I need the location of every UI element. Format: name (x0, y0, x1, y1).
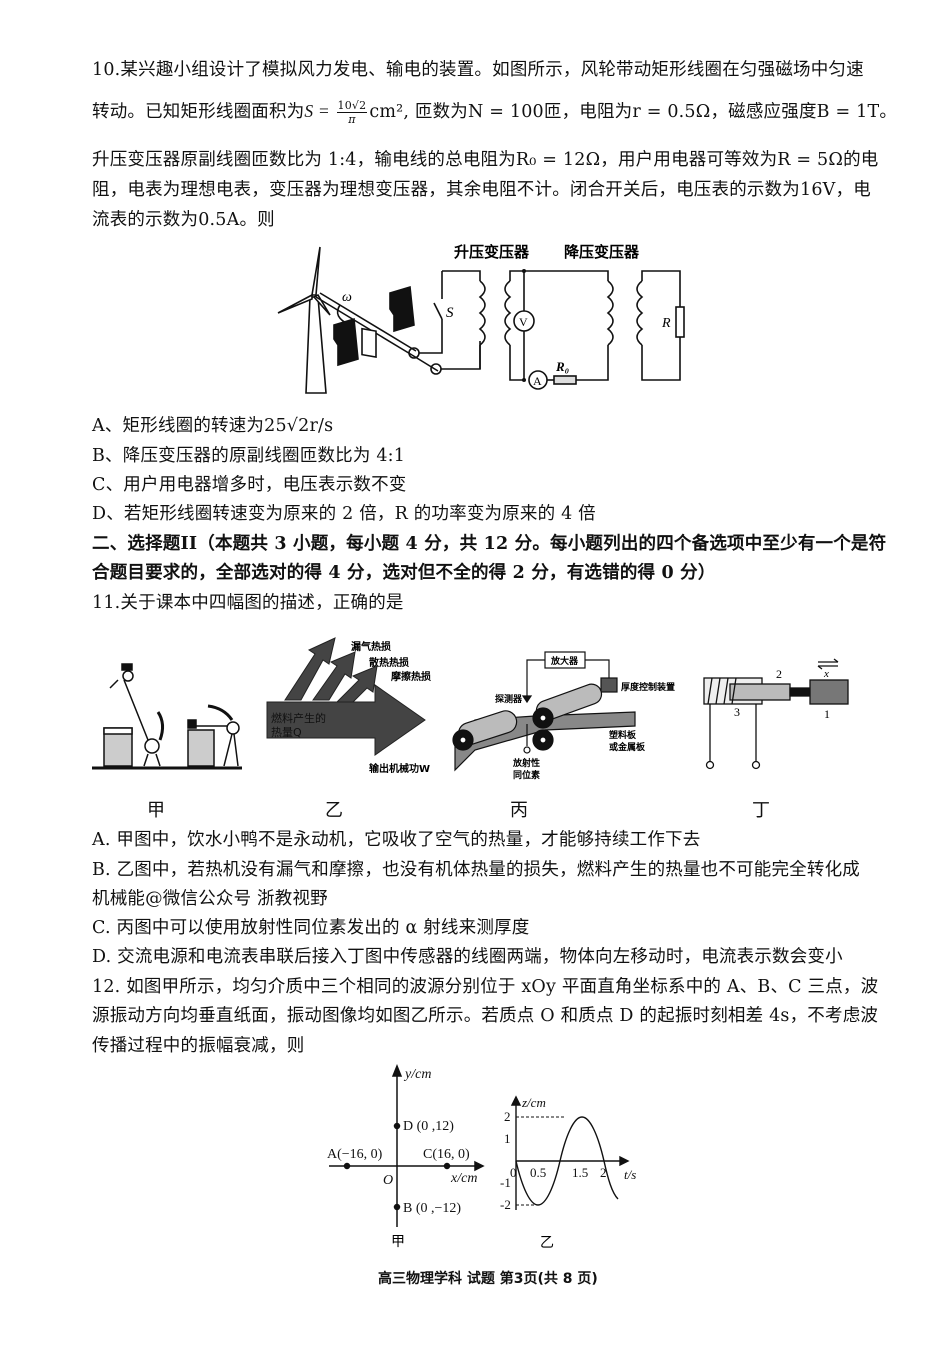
q10-line-2-pre: 转动。已知矩形线圈面积为 (92, 102, 305, 122)
point-d-label: D (0 ,12) (403, 1119, 454, 1134)
q12-line-2: 源振动方向均垂直纸面，振动图像均如图乙所示。若质点 O 和质点 D 的起振时刻相… (92, 1006, 879, 1026)
loss-arrow-2-icon (312, 651, 356, 701)
part-2-label: 2 (776, 667, 782, 681)
y-tick-2: 2 (504, 1109, 511, 1124)
part-1-label: 1 (824, 707, 830, 721)
ammeter-label: A (533, 374, 542, 388)
switch-label: S (446, 305, 454, 321)
resistor-r0-icon (553, 375, 577, 385)
friction-loss-label: 摩擦热损 (391, 670, 431, 683)
thickness-control-icon (600, 677, 618, 693)
part-3-label: 3 (734, 705, 740, 719)
caption-yi-q12: 乙 (540, 1235, 554, 1251)
fuel-heat-label-2: 热量Q (271, 726, 302, 739)
q12-line-3: 传播过程中的振幅衰减，则 (92, 1036, 305, 1056)
work-output-label: 输出机械功W (369, 762, 430, 775)
heat-engine-energy-figure: 漏气热损 散热热损 摩擦热损 燃料产生的 热量Q 输出机械功W (266, 637, 431, 775)
main-heat-arrow-icon (266, 684, 426, 756)
coordinate-system-figure: y/cm x/cm O D (0 ,12) A(−16, 0) C(16, 0)… (327, 1063, 485, 1250)
q10-line-1: 10.某兴趣小组设计了模拟风力发电、输电的装置。如图所示，风轮带动矩形线圈在匀强… (92, 60, 864, 80)
displacement-x-label: x (823, 668, 829, 680)
wind-generator-circuit-figure: 升压变压器 降压变压器 ω S V A R₀ R (277, 243, 685, 394)
q10-option-d: D、若矩形线圈转速变为原来的 2 倍，R 的功率变为原来的 4 倍 (92, 504, 596, 524)
point-c-label: C(16, 0) (423, 1147, 470, 1162)
step-down-transformer-label: 降压变压器 (564, 243, 640, 261)
loss-arrow-3-icon (335, 665, 378, 703)
x-tick-0: 0 (510, 1165, 517, 1180)
caption-ding: 丁 (752, 800, 770, 821)
wind-tower-icon (305, 296, 327, 394)
q11-option-c: C. 丙图中可以使用放射性同位素发出的 α 射线来测厚度 (92, 918, 530, 938)
object-block-icon (809, 679, 849, 705)
x-tick-1-5: 1.5 (572, 1165, 588, 1180)
point-a-label: A(−16, 0) (327, 1147, 383, 1162)
caption-jia-q12: 甲 (391, 1234, 405, 1250)
detector-icon (521, 695, 533, 704)
q10-line-4: 阻，电表为理想电表，变压器为理想变压器，其余电阻不计。闭合开关后，电压表的示数为… (92, 180, 871, 200)
t-axis-label: t/s (624, 1167, 636, 1182)
amplifier-label: 放大器 (550, 655, 579, 667)
fraction-denominator: π (348, 113, 356, 126)
isotope-label-2: 同位素 (513, 769, 540, 780)
q10-option-a: A、矩形线圈的转速为25√2r/s (92, 416, 334, 436)
q11-option-b-continued: 机械能@微信公众号 浙教视野 (92, 889, 328, 909)
magnet-south-icon (333, 317, 359, 367)
thickness-control-label: 厚度控制装置 (621, 681, 675, 693)
caption-bing: 丙 (510, 800, 528, 821)
voltmeter-label: V (519, 315, 528, 329)
x-tick-0-5: 0.5 (530, 1165, 546, 1180)
magnet-north-icon (389, 285, 415, 333)
y-tick-1: 1 (504, 1131, 511, 1146)
switch-icon (433, 302, 443, 320)
q11-stem: 11.关于课本中四幅图的描述，正确的是 (92, 593, 404, 613)
q11-option-a: A. 甲图中，饮水小鸭不是永动机，它吸收了空气的热量，才能够持续工作下去 (92, 830, 701, 850)
caption-jia: 甲 (147, 800, 165, 821)
plate-label-2: 或金属板 (609, 741, 646, 753)
q10-area-symbol: S = (304, 101, 335, 121)
isotope-label-1: 放射性 (512, 757, 540, 769)
inductive-sensor-figure: 2 3 1 x (703, 658, 849, 770)
q10-line-2-post: cm², 匝数为N = 100匝，电阻为r = 0.5Ω，磁感应强度B = 1T… (369, 102, 898, 122)
origin-label: O (383, 1173, 393, 1188)
q12-line-1: 12. 如图甲所示，均匀介质中三个相同的波源分别位于 xOy 平面直角坐标系中的… (92, 977, 879, 997)
y-axis-label: y/cm (403, 1067, 431, 1082)
fraction-numerator: 10√2 (336, 99, 368, 113)
section2-heading-line-2: 合题目要求的，全部选对的得 4 分，选对但不全的得 2 分，有选错的得 0 分） (92, 563, 716, 583)
drinking-bird-figure (92, 663, 242, 770)
resistor-r-icon (675, 306, 685, 338)
rectangular-coil-icon (361, 327, 377, 359)
omega-label: ω (342, 290, 352, 305)
caption-yi: 乙 (325, 800, 343, 821)
voltmeter-icon (513, 310, 535, 332)
y-tick-neg1: -1 (500, 1175, 511, 1190)
section2-heading-line-1: 二、选择题II（本题共 3 小题，每小题 4 分，共 12 分。每小题列出的四个… (92, 534, 887, 554)
r-label: R (661, 316, 671, 331)
q10-line-5: 流表的示数为0.5A。则 (92, 210, 275, 230)
loss-arrow-1-icon (284, 637, 336, 701)
thickness-gauge-figure: 放大器 厚度控制装置 探测器 塑料板 或金属板 放射性 同位素 (452, 651, 675, 780)
q11-option-b: B. 乙图中，若热机没有漏气和摩擦，也没有机体热量的损失，燃料产生的热量也不可能… (92, 860, 860, 880)
point-b-label: B (0 ,−12) (403, 1201, 461, 1216)
detector-label: 探测器 (495, 693, 523, 705)
fuel-heat-label-1: 燃料产生的 (271, 711, 326, 725)
q10-line-3: 升压变压器原副线圈匝数比为 1:4，输电线的总电阻为R₀ = 12Ω，用户用电器… (92, 150, 879, 170)
q10-option-c: C、用户用电器增多时，电压表示数不变 (92, 475, 407, 495)
leak-loss-label: 漏气热损 (351, 640, 391, 653)
plate-label-1: 塑料板 (609, 729, 637, 741)
y-tick-neg2: -2 (500, 1197, 511, 1212)
x-tick-2: 2 (600, 1165, 607, 1180)
page-footer: 高三物理学科 试题 第3页(共 8 页) (378, 1271, 598, 1287)
z-axis-label: z/cm (521, 1095, 546, 1110)
q11-option-d: D. 交流电源和电流表串联后接入丁图中传感器的线圈两端，物体向左移动时，电流表示… (92, 947, 843, 967)
r0-label: R₀ (555, 359, 569, 374)
vibration-graph-figure: z/cm t/s 2 1 -1 -2 0 0.5 1.5 2 乙 (500, 1095, 636, 1251)
dissipation-loss-label: 散热热损 (369, 656, 409, 669)
step-up-transformer-label: 升压变压器 (454, 243, 530, 261)
q10-option-b: B、降压变压器的原副线圈匝数比为 4:1 (92, 446, 406, 466)
x-axis-label: x/cm (450, 1171, 477, 1186)
sine-wave-curve (515, 1116, 619, 1206)
